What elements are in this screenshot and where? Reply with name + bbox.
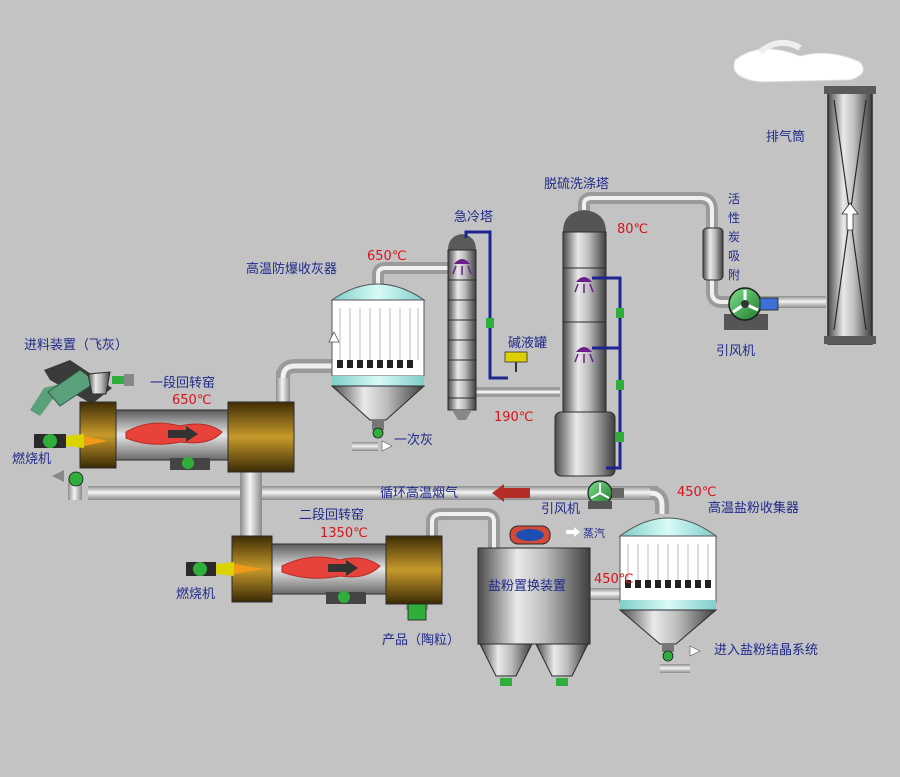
salt-exchanger <box>477 525 591 686</box>
pipe-recirculation <box>88 486 658 500</box>
spray-nozzle-lower <box>574 347 594 363</box>
dust-collector <box>328 283 426 452</box>
label-activated-carbon: 活性炭吸附 <box>727 192 740 282</box>
label-burner1: 燃烧机 <box>12 452 52 467</box>
quench-spray-nozzle <box>452 259 472 275</box>
temp-quench-outlet: 190℃ <box>494 410 534 425</box>
label-primary-ash: 一次灰 <box>394 433 434 448</box>
chimney <box>733 39 876 345</box>
temp-salt-exchanger: 450℃ <box>594 572 634 587</box>
label-scrubber: 脱硫洗涤塔 <box>544 177 610 192</box>
quench-tower <box>447 230 508 420</box>
top-id-fan <box>724 287 779 330</box>
temp-dust-collector-inlet: 650℃ <box>367 249 407 264</box>
rotary-kiln-2 <box>186 535 443 621</box>
alkali-feed-line <box>464 230 508 380</box>
flow-up-arrow-icon <box>841 202 859 231</box>
pipe-kiln1-to-kiln2 <box>240 470 262 540</box>
temp-kiln2: 1350℃ <box>320 526 368 541</box>
label-quench-tower: 急冷塔 <box>454 210 494 225</box>
label-kiln1: 一段回转窑 <box>150 376 216 391</box>
label-product: 产品（陶粒） <box>382 633 461 648</box>
label-steam: 蒸汽 <box>583 527 605 540</box>
temp-scrubber-outlet: 80℃ <box>617 222 649 237</box>
label-kiln2: 二段回转窑 <box>299 508 365 523</box>
salt-collector <box>618 517 718 673</box>
label-feeder: 进料装置（飞灰） <box>24 338 129 353</box>
alkali-tank <box>504 351 528 372</box>
smoke-plume <box>733 48 864 83</box>
label-burner2: 燃烧机 <box>176 587 216 602</box>
scrubber-circulation-line <box>592 276 622 470</box>
recirculation-arrow-icon <box>492 484 530 502</box>
pipe-kiln1-riser <box>276 371 290 411</box>
label-dust-collector: 高温防爆收灰器 <box>246 262 338 277</box>
activated-carbon-vessel <box>702 227 724 281</box>
label-id-fan-bottom: 引风机 <box>541 502 581 517</box>
recirculation-inlet-valve <box>52 470 84 487</box>
label-salt-collector: 高温盐粉收集器 <box>708 501 800 516</box>
label-alkali-tank: 碱液罐 <box>508 336 548 351</box>
label-salt-exchanger: 盐粉置换装置 <box>488 579 567 594</box>
rotary-kiln-1 <box>34 401 295 473</box>
temp-salt-collector-inlet: 450℃ <box>677 485 717 500</box>
label-id-fan-top: 引风机 <box>716 344 756 359</box>
scrubber-tower <box>554 210 624 477</box>
label-crystallization: 进入盐粉结晶系统 <box>714 643 819 658</box>
feeder <box>30 360 134 416</box>
temp-kiln1: 650℃ <box>172 393 212 408</box>
spray-nozzle-upper <box>574 277 594 293</box>
recirculation-fan <box>587 480 624 509</box>
label-chimney: 排气筒 <box>766 130 806 145</box>
label-recirc-gas: 循环高温烟气 <box>380 486 459 501</box>
